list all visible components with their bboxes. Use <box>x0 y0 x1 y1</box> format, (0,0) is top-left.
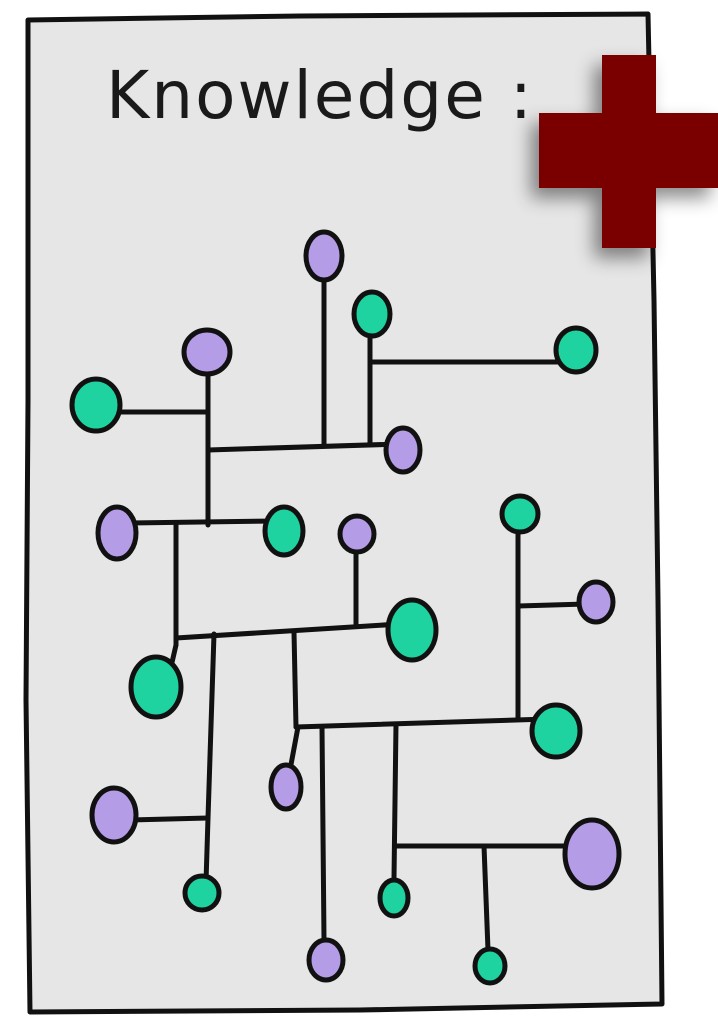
node-green <box>131 657 181 717</box>
node-green <box>502 496 538 532</box>
connector-line <box>294 632 296 727</box>
node-green <box>388 600 436 660</box>
connector-line <box>518 604 586 606</box>
node-green <box>556 328 596 372</box>
connector-line <box>206 818 208 882</box>
node-green <box>185 876 219 910</box>
node-green <box>354 292 390 336</box>
node-purple <box>92 788 136 842</box>
node-green <box>72 379 120 431</box>
node-green <box>532 705 580 757</box>
node-green <box>475 949 505 983</box>
node-green <box>380 880 408 916</box>
node-purple <box>386 428 420 472</box>
connector-line <box>130 521 276 523</box>
node-purple <box>98 507 136 559</box>
node-purple <box>340 516 374 552</box>
node-purple <box>306 232 342 280</box>
node-purple <box>579 582 613 622</box>
node-purple <box>271 765 301 809</box>
node-purple <box>309 940 343 980</box>
node-purple <box>565 820 619 888</box>
connector-line <box>130 818 208 820</box>
node-purple <box>184 330 230 374</box>
node-green <box>265 507 303 555</box>
diagram-title: Knowledge : <box>106 57 534 134</box>
connector-line <box>322 727 324 940</box>
connector-line <box>394 724 396 878</box>
